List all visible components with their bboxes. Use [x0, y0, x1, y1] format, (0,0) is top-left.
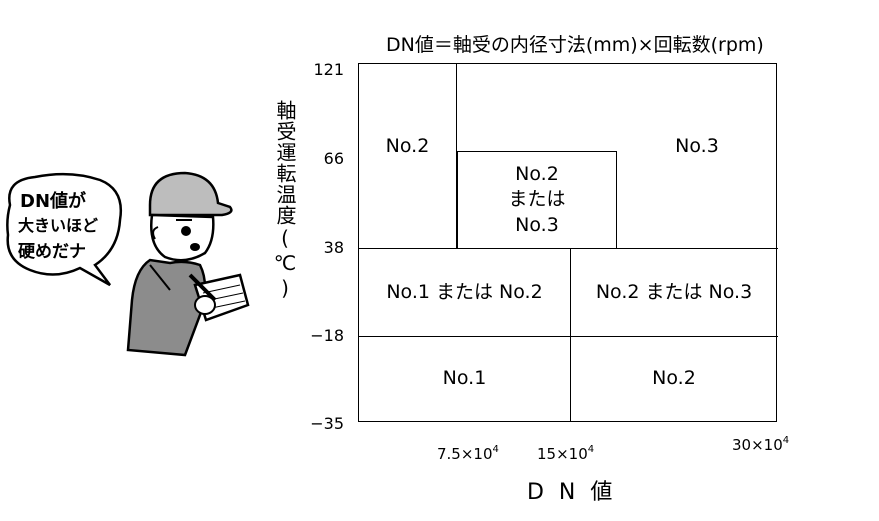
x-tick-30e4-base: 30×10: [732, 436, 783, 454]
x-tick-7-5e4-base: 7.5×10: [437, 445, 493, 463]
region-middle-left: No.1 または No.2: [359, 249, 571, 336]
divider-38: [359, 248, 778, 249]
y-tick-minus18: −18: [310, 326, 344, 345]
region-middle-right-label: No.2 または No.3: [595, 280, 753, 303]
region-bottom-right: No.2: [571, 337, 777, 421]
y-tick-minus35: −35: [310, 414, 344, 433]
speech-line-2: 大きいほど: [18, 216, 98, 235]
y-tick-121: 121: [313, 60, 344, 79]
x-tick-15e4-base: 15×10: [537, 445, 588, 463]
worker-cartoon: DN値が 大きいほど 硬めだナ: [0, 165, 260, 365]
region-bottom-right-label: No.2: [652, 367, 696, 390]
region-top-middle: No.2 または No.3: [457, 151, 617, 248]
x-tick-30e4-exp: 4: [782, 435, 790, 446]
y-tick-66: 66: [323, 149, 344, 168]
region-top-left-label: No.2: [385, 135, 430, 158]
x-axis-label: D N 値: [527, 480, 617, 505]
y-tick-38: 38: [323, 238, 344, 257]
region-bottom-left-label: No.1: [442, 367, 487, 390]
region-bottom-left: No.1: [359, 337, 571, 421]
region-top-right: No.3: [617, 64, 777, 248]
x-tick-15e4-exp: 4: [587, 444, 595, 455]
speech-line-1: DN値が: [20, 190, 86, 212]
x-tick-7-5e4: 7.5×104: [437, 444, 499, 463]
speech-line-3: 硬めだナ: [18, 242, 86, 262]
region-top-left: No.2: [359, 64, 457, 248]
region-top-middle-line1: No.2: [515, 162, 559, 185]
region-middle-right: No.2 または No.3: [571, 249, 777, 336]
region-middle-left-label: No.1 または No.2: [386, 280, 543, 303]
region-top-middle-line2: または: [508, 188, 566, 211]
chart-title: DN値＝軸受の内径寸法(mm)×回転数(rpm): [386, 34, 764, 56]
y-axis-label: 軸受運転温度(℃): [273, 100, 297, 301]
divider-minus18: [359, 336, 778, 337]
x-tick-30e4: 30×104: [732, 435, 789, 454]
region-top-middle-line3: No.3: [515, 213, 559, 236]
region-top-right-label: No.3: [675, 135, 719, 158]
x-tick-15e4: 15×104: [537, 444, 594, 463]
selection-grid: No.2 No.2 または No.3 No.3 No.1 または No.2 No…: [358, 63, 778, 422]
x-tick-7-5e4-exp: 4: [492, 444, 499, 455]
worker-illustration: DN値が 大きいほど 硬めだナ: [6, 171, 250, 357]
